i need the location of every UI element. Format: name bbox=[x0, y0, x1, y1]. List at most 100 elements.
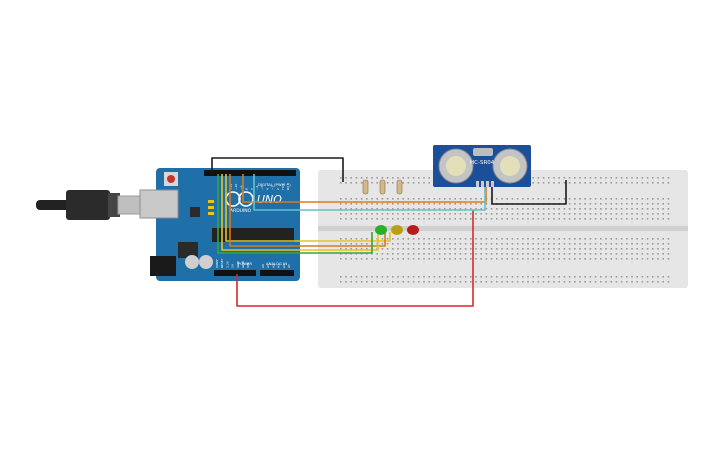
breadboard-hole bbox=[501, 218, 503, 220]
breadboard-hole bbox=[574, 276, 576, 278]
breadboard-hole bbox=[667, 218, 670, 220]
breadboard-hole bbox=[464, 208, 467, 210]
breadboard-hole bbox=[454, 213, 456, 215]
breadboard-hole bbox=[402, 248, 404, 250]
breadboard-hole bbox=[537, 258, 540, 260]
breadboard-hole bbox=[423, 258, 425, 260]
breadboard-hole bbox=[558, 208, 560, 210]
breadboard-hole bbox=[522, 198, 524, 200]
breadboard-hole bbox=[667, 198, 670, 200]
breadboard-hole bbox=[392, 281, 394, 283]
wire-black-sensor bbox=[491, 180, 567, 205]
breadboard-hole bbox=[610, 203, 612, 205]
breadboard-hole bbox=[397, 198, 399, 200]
breadboard-hole bbox=[360, 177, 363, 179]
breadboard-hole bbox=[418, 198, 420, 200]
breadboard-hole bbox=[620, 208, 623, 210]
breadboard-hole bbox=[646, 248, 649, 250]
breadboard-hole bbox=[392, 203, 394, 205]
breadboard-hole bbox=[490, 208, 493, 210]
breadboard-hole bbox=[355, 218, 358, 220]
breadboard-hole bbox=[615, 281, 618, 283]
breadboard-hole bbox=[636, 203, 638, 205]
breadboard-hole bbox=[641, 281, 644, 283]
breadboard-hole bbox=[449, 253, 451, 255]
breadboard-hole bbox=[615, 243, 618, 245]
breadboard-hole bbox=[464, 238, 467, 240]
breadboard-hole bbox=[553, 243, 555, 245]
breadboard-hole bbox=[636, 253, 638, 255]
breadboard-hole bbox=[516, 253, 519, 255]
analog-header bbox=[260, 270, 294, 276]
breadboard-hole bbox=[360, 276, 363, 278]
breadboard-hole bbox=[662, 198, 664, 200]
breadboard-hole bbox=[366, 248, 368, 250]
breadboard-hole bbox=[532, 213, 534, 215]
breadboard-hole bbox=[381, 177, 384, 179]
breadboard-hole bbox=[579, 177, 581, 179]
breadboard-hole bbox=[392, 177, 394, 179]
breadboard-hole bbox=[345, 258, 347, 260]
breadboard-hole bbox=[662, 276, 664, 278]
breadboard-hole bbox=[381, 238, 384, 240]
breadboard-hole bbox=[438, 198, 441, 200]
breadboard-hole bbox=[407, 208, 410, 210]
pin-label: ~9 bbox=[239, 185, 243, 190]
breadboard-hole bbox=[454, 218, 456, 220]
breadboard-hole bbox=[610, 281, 612, 283]
breadboard-hole bbox=[537, 177, 540, 179]
breadboard-hole bbox=[511, 238, 514, 240]
breadboard-hole bbox=[490, 248, 493, 250]
breadboard-hole bbox=[412, 253, 415, 255]
breadboard-hole bbox=[584, 182, 586, 184]
breadboard-hole bbox=[496, 238, 498, 240]
breadboard-hole bbox=[428, 238, 430, 240]
breadboard-hole bbox=[620, 253, 623, 255]
breadboard-hole bbox=[464, 248, 467, 250]
wire-cyan bbox=[253, 174, 486, 211]
breadboard-hole bbox=[527, 213, 529, 215]
breadboard-hole bbox=[480, 248, 482, 250]
breadboard-hole bbox=[589, 182, 592, 184]
breadboard-hole bbox=[397, 218, 399, 220]
breadboard-hole bbox=[579, 253, 581, 255]
breadboard-hole bbox=[574, 238, 576, 240]
breadboard-hole bbox=[626, 258, 628, 260]
breadboard-hole bbox=[553, 253, 555, 255]
breadboard-hole bbox=[615, 182, 618, 184]
breadboard-hole bbox=[548, 248, 550, 250]
breadboard-hole bbox=[636, 213, 638, 215]
breadboard-hole bbox=[464, 258, 467, 260]
breadboard-hole bbox=[657, 213, 659, 215]
breadboard-hole bbox=[626, 177, 628, 179]
breadboard-hole bbox=[641, 177, 644, 179]
breadboard-hole bbox=[626, 182, 628, 184]
breadboard-hole bbox=[459, 243, 462, 245]
breadboard-hole bbox=[594, 203, 597, 205]
breadboard-hole bbox=[542, 182, 545, 184]
breadboard-hole bbox=[444, 248, 446, 250]
breadboard-hole bbox=[501, 253, 503, 255]
breadboard-hole bbox=[485, 253, 488, 255]
breadboard-hole bbox=[610, 177, 612, 179]
breadboard-hole bbox=[584, 218, 586, 220]
breadboard-hole bbox=[542, 218, 545, 220]
breadboard-hole bbox=[516, 281, 519, 283]
breadboard-hole bbox=[579, 238, 581, 240]
breadboard-hole bbox=[511, 208, 514, 210]
breadboard-hole bbox=[652, 253, 654, 255]
breadboard-hole bbox=[527, 198, 529, 200]
breadboard-hole bbox=[464, 281, 467, 283]
breadboard-hole bbox=[355, 208, 358, 210]
breadboard-hole bbox=[620, 276, 623, 278]
breadboard-hole bbox=[667, 276, 670, 278]
breadboard-hole bbox=[376, 213, 378, 215]
breadboard-hole bbox=[366, 208, 368, 210]
breadboard-hole bbox=[386, 208, 389, 210]
pin-label: A1 bbox=[266, 264, 270, 268]
breadboard-hole bbox=[428, 182, 430, 184]
breadboard-hole bbox=[537, 281, 540, 283]
breadboard-hole bbox=[438, 258, 441, 260]
breadboard-hole bbox=[652, 248, 654, 250]
breadboard-hole bbox=[340, 258, 342, 260]
